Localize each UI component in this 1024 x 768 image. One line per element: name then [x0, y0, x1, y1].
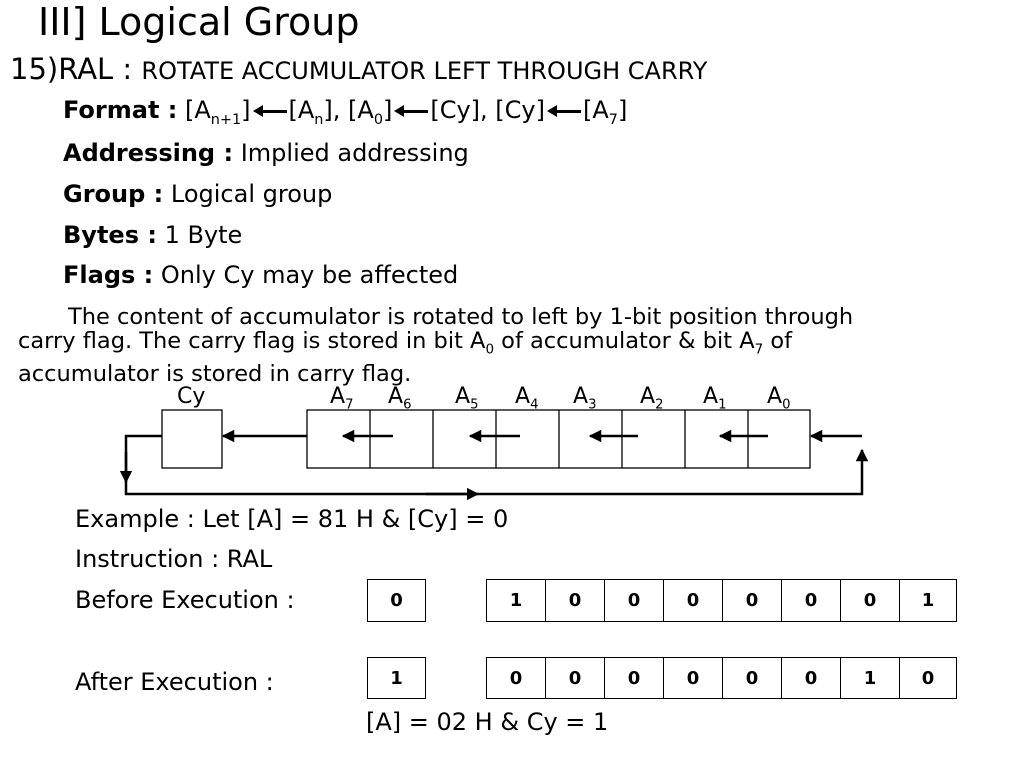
paragraph-text: of accumulator & bit A — [494, 328, 755, 354]
paragraph-sub: 7 — [754, 341, 764, 358]
paragraph-line: The content of accumulator is rotated to… — [68, 304, 854, 330]
format-part: ], [A — [323, 96, 374, 124]
bytes-value: 1 Byte — [164, 221, 243, 249]
paragraph-line: accumulator is stored in carry flag. — [18, 360, 412, 387]
paragraph-text: of — [763, 328, 793, 354]
format-part: [A — [583, 96, 609, 124]
before-label: Before Execution : — [75, 586, 295, 614]
paragraph-text: carry flag. The carry flag is stored in … — [18, 328, 486, 354]
flags-line: Flags : Only Cy may be affected — [63, 261, 458, 289]
bit-label-cy: Cy — [177, 384, 206, 409]
heading-separator: : — [122, 52, 133, 86]
flags-label: Flags : — [63, 261, 154, 289]
after-bit-cell: 1 — [840, 657, 900, 699]
bytes-line: Bytes : 1 Byte — [63, 221, 242, 249]
format-part: ] — [241, 96, 251, 124]
before-bit-cell: 1 — [486, 579, 546, 622]
after-bit-cell: 0 — [604, 657, 664, 699]
group-label: Group : — [63, 180, 164, 208]
left-arrow-icon — [547, 104, 581, 118]
bit-label-a0: A0 — [767, 384, 791, 413]
after-bit-cell: 0 — [722, 657, 782, 699]
bit-label-a3: A3 — [573, 384, 597, 413]
addressing-value: Implied addressing — [240, 139, 469, 167]
before-cy-cell: 0 — [367, 579, 426, 622]
format-part: [A — [288, 96, 315, 124]
after-bit-cell: 0 — [663, 657, 723, 699]
instruction-number: 15)RAL — [10, 52, 114, 86]
flags-value: Only Cy may be affected — [160, 261, 459, 289]
before-bit-cell: 1 — [899, 579, 957, 622]
left-arrow-icon — [252, 104, 287, 118]
format-line: Format : [An+1][An], [A0][Cy], [Cy][A7] — [63, 96, 627, 128]
after-bit-cell: 0 — [781, 657, 841, 699]
after-cy-cell: 1 — [367, 657, 426, 699]
paragraph-sub: 0 — [485, 341, 495, 358]
after-label: After Execution : — [75, 668, 274, 696]
group-line: Group : Logical group — [63, 180, 332, 208]
left-arrow-icon — [394, 104, 429, 118]
after-bit-cell: 0 — [899, 657, 957, 699]
carry-loop-arrow-icon — [124, 434, 869, 496]
instruction-line: Instruction : RAL — [75, 545, 273, 573]
before-bit-cell: 0 — [722, 579, 782, 622]
group-value: Logical group — [170, 180, 333, 208]
description-paragraph: The content of accumulator is rotated to… — [18, 305, 853, 386]
format-part: ] — [617, 96, 628, 124]
format-sub: 7 — [608, 111, 618, 128]
instruction-description: ROTATE ACCUMULATOR LEFT THROUGH CARRY — [141, 57, 708, 85]
bit-label-a7: A7 — [330, 384, 354, 413]
carry-box — [161, 409, 223, 469]
addressing-label: Addressing : — [63, 139, 234, 167]
paragraph-line: carry flag. The carry flag is stored in … — [18, 329, 853, 362]
format-part: [A — [185, 96, 211, 124]
after-bit-cell: 0 — [486, 657, 546, 699]
format-part: ] — [382, 96, 393, 124]
format-label: Format : — [63, 96, 178, 124]
bit-label-a1: A1 — [703, 384, 727, 413]
instruction-heading: 15)RAL : ROTATE ACCUMULATOR LEFT THROUGH… — [10, 52, 707, 86]
format-sub: 0 — [373, 111, 383, 128]
format-part: [Cy], [Cy] — [430, 96, 545, 124]
bit-label-a5: A5 — [455, 384, 479, 413]
result-line: [A] = 02 H & Cy = 1 — [366, 708, 609, 736]
format-sub: n — [314, 111, 324, 128]
addressing-line: Addressing : Implied addressing — [63, 139, 469, 167]
before-bit-cell: 0 — [545, 579, 605, 622]
bit-label-a4: A4 — [515, 384, 539, 413]
bytes-label: Bytes : — [63, 221, 157, 249]
after-bit-cell: 0 — [545, 657, 605, 699]
example-line: Example : Let [A] = 81 H & [Cy] = 0 — [75, 505, 509, 533]
format-sub: n+1 — [210, 111, 242, 128]
bit-label-a6: A6 — [388, 384, 412, 413]
before-bit-cell: 0 — [663, 579, 723, 622]
before-bit-cell: 0 — [840, 579, 900, 622]
before-bit-cell: 0 — [604, 579, 664, 622]
before-bit-cell: 0 — [781, 579, 841, 622]
bit-label-a2: A2 — [640, 384, 664, 413]
page-title: III] Logical Group — [38, 0, 360, 44]
